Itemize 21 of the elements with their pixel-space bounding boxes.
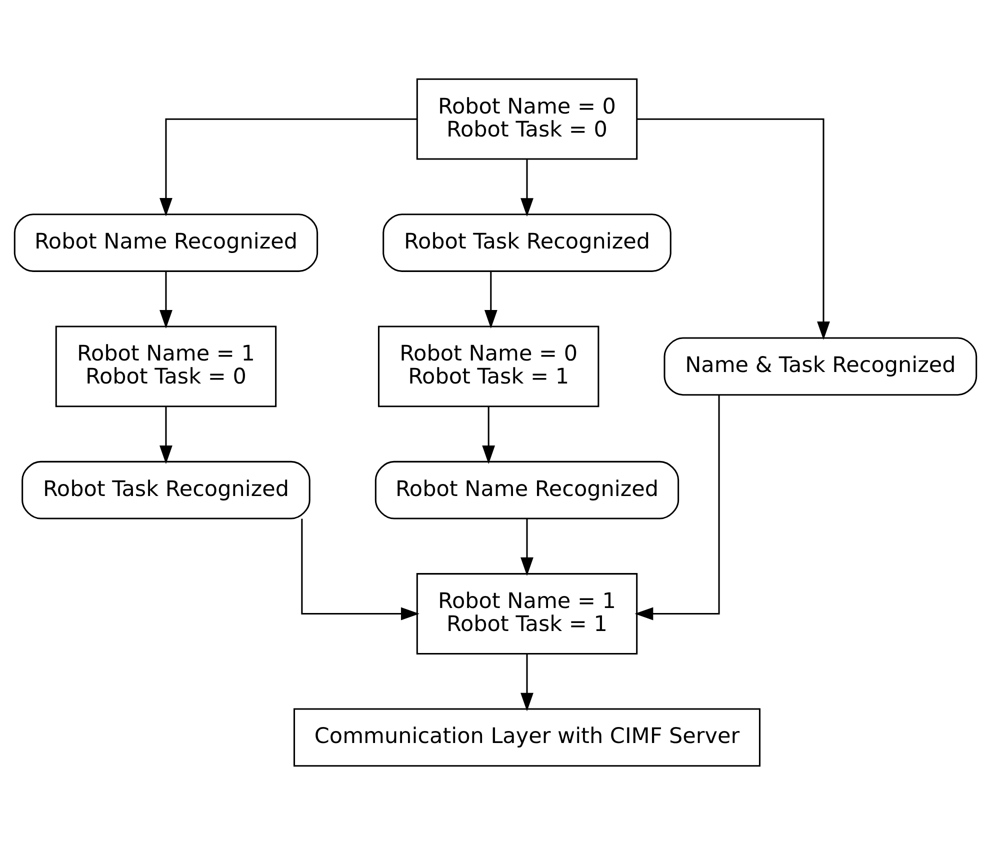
node-box: Robot Name Recognized <box>374 460 680 519</box>
arrow <box>520 518 534 576</box>
arrow <box>634 394 720 620</box>
arrow <box>520 654 534 711</box>
node-box: Robot Name = 1 Robot Task = 1 <box>416 572 638 654</box>
node-box: Communication Layer with CIMF Server <box>293 708 760 766</box>
arrow <box>484 270 498 328</box>
arrow <box>301 518 420 620</box>
arrow <box>482 406 496 464</box>
node-box: Robot Name Recognized <box>14 213 318 272</box>
arrow <box>160 270 172 328</box>
arrow <box>160 118 417 216</box>
node-box: Robot Task Recognized <box>22 460 310 519</box>
node-box: Robot Name = 0 Robot Task = 1 <box>378 325 600 407</box>
arrow <box>520 159 534 216</box>
arrow <box>636 118 830 340</box>
node-box: Robot Name = 0 Robot Task = 0 <box>416 78 638 160</box>
arrow <box>160 406 172 464</box>
node-box: Name & Task Recognized <box>664 336 978 396</box>
node-box: Robot Task Recognized <box>382 213 672 272</box>
node-box: Robot Name = 1 Robot Task = 0 <box>55 325 277 407</box>
